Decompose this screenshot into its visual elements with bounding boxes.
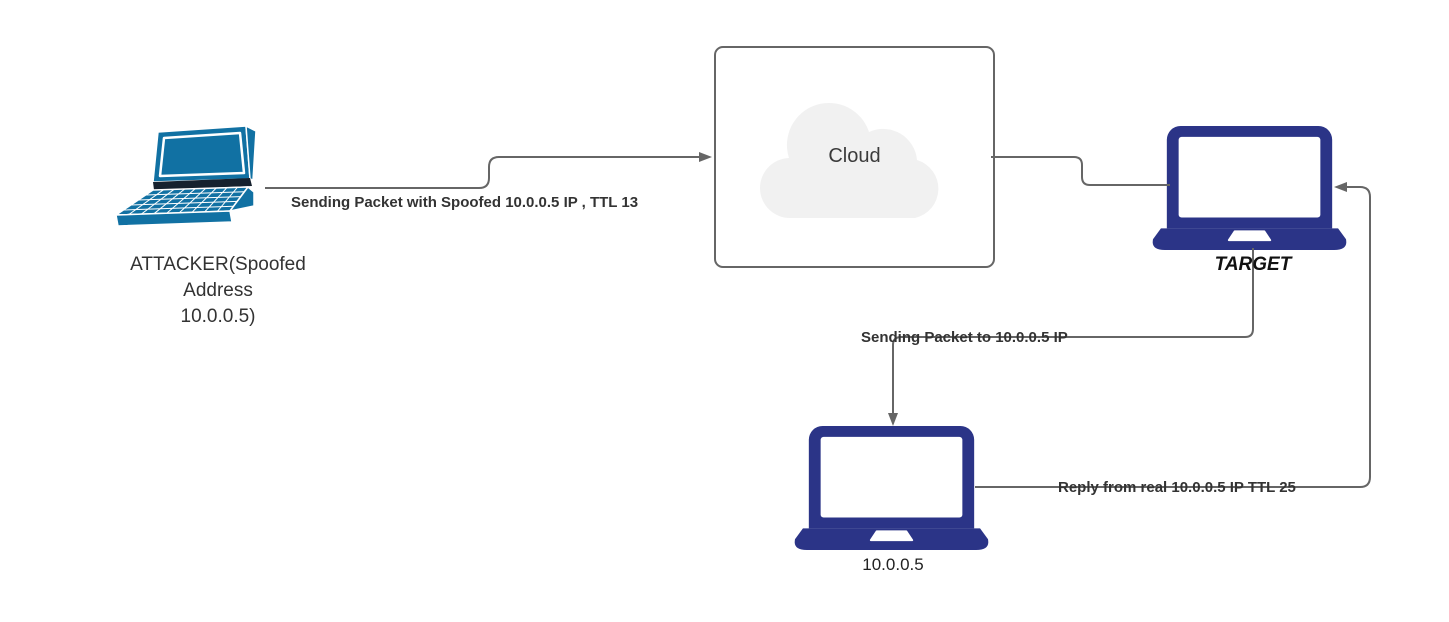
edge-label-reply-packet: Reply from real 10.0.0.5 IP TTL 25	[1058, 479, 1296, 496]
real-host-laptop-icon	[794, 426, 989, 550]
edge-cloud-to-target	[991, 156, 1170, 186]
edge-label-spoofed-packet: Sending Packet with Spoofed 10.0.0.5 IP …	[291, 194, 639, 211]
attacker-node-label: ATTACKER(Spoofed Address 10.0.0.5)	[86, 252, 350, 330]
attacker-laptop-icon	[115, 125, 257, 227]
cloud-node-label: Cloud	[828, 145, 881, 167]
real-host-node-label: 10.0.0.5	[862, 555, 924, 574]
edge-label-forward-packet: Sending Packet to 10.0.0.5 IP	[861, 329, 1068, 346]
attacker-label-line3: 10.0.0.5)	[180, 306, 256, 327]
attacker-label-line1: ATTACKER(Spoofed	[130, 254, 306, 275]
attacker-label-line2: Address	[183, 280, 253, 301]
cloud-node: Cloud	[714, 46, 995, 268]
cloud-icon	[759, 102, 939, 219]
target-laptop-icon	[1152, 126, 1347, 250]
edge-attacker-to-cloud	[265, 152, 712, 189]
target-node-label: TARGET	[1214, 254, 1292, 275]
